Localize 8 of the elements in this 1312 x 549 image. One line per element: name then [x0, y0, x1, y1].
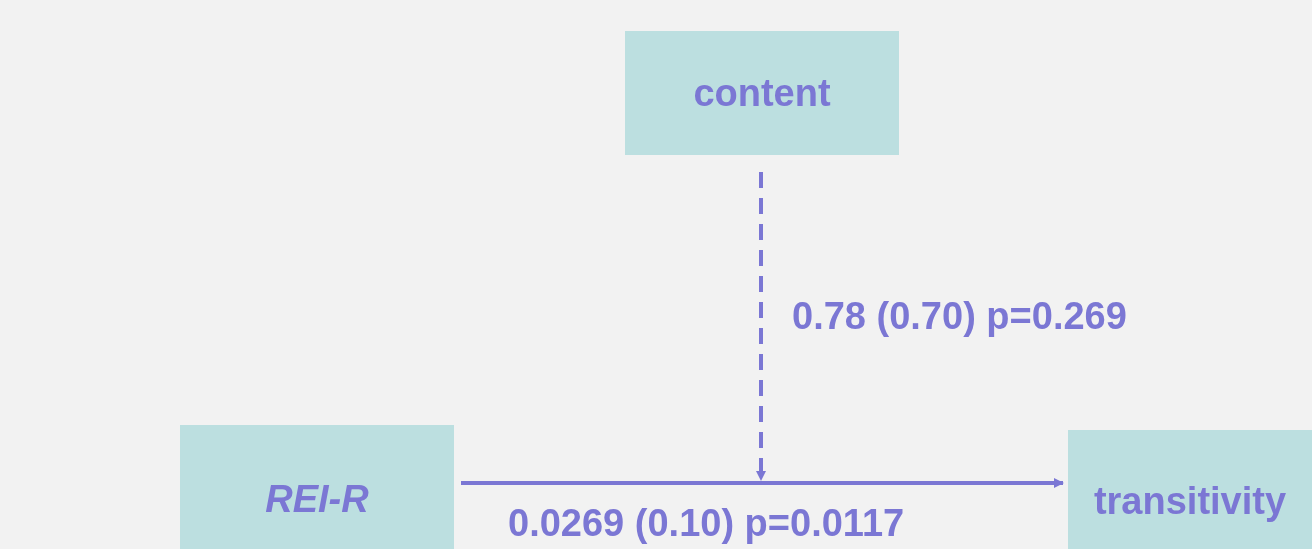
variable-name: REI-R — [265, 477, 369, 521]
variable-box — [180, 425, 454, 549]
arrow — [756, 172, 766, 481]
variable-box — [625, 31, 899, 155]
variable-name: transitivity — [1093, 480, 1287, 523]
variable-name: content — [693, 71, 831, 115]
variable-box — [1068, 430, 1312, 549]
arrow — [461, 478, 1064, 488]
